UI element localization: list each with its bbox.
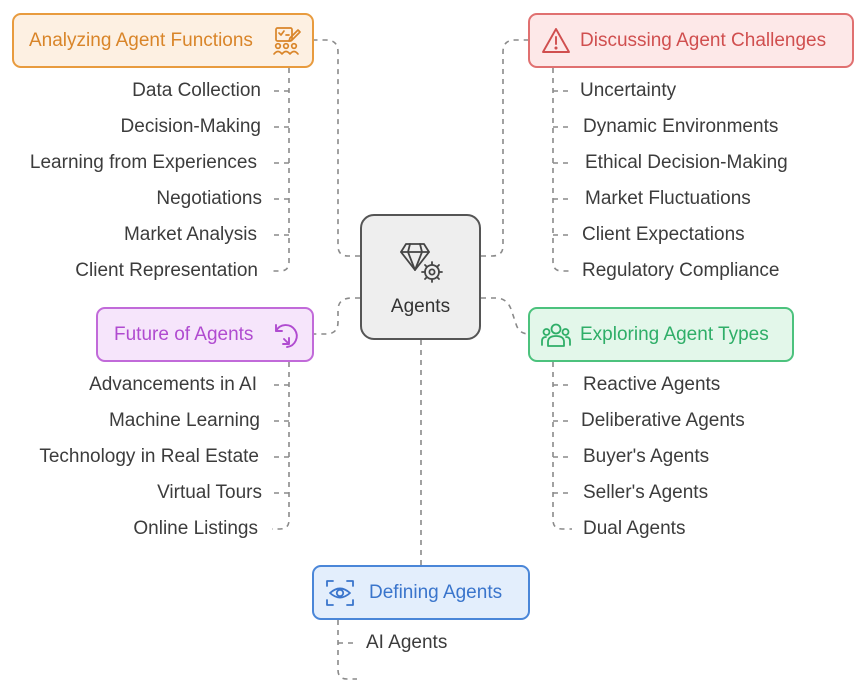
- diamond-gear-icon: [400, 243, 443, 283]
- list-item: Learning from Experiences: [29, 152, 257, 173]
- branch-title: Discussing Agent Challenges: [580, 29, 827, 51]
- branch-title: Defining Agents: [369, 581, 503, 603]
- branch-title: Analyzing Agent Functions: [29, 29, 253, 51]
- group-people-icon: [541, 323, 571, 347]
- branch-title: Future of Agents: [114, 323, 254, 345]
- list-item: Ethical Decision-Making: [585, 152, 788, 173]
- rotate-arrow-icon: [275, 324, 298, 348]
- warning-triangle-icon: [542, 28, 570, 53]
- list-item: Data Collection: [132, 80, 261, 101]
- list-item: AI Agents: [366, 632, 448, 653]
- list-item: Technology in Real Estate: [39, 446, 259, 467]
- list-item: Market Fluctuations: [585, 188, 751, 209]
- center-node-agents[interactable]: Agents: [360, 214, 481, 340]
- list-item: Negotiations: [156, 188, 262, 209]
- branch-exploring-agent-types[interactable]: Exploring Agent Types: [528, 307, 794, 362]
- list-item: Regulatory Compliance: [582, 260, 780, 281]
- list-item: Advancements in AI: [89, 374, 257, 395]
- list-item: Machine Learning: [108, 410, 260, 431]
- list-item: Dual Agents: [583, 518, 686, 539]
- list-item: Virtual Tours: [157, 482, 262, 503]
- list-item: Dynamic Environments: [583, 116, 779, 137]
- list-item: Decision-Making: [120, 116, 261, 137]
- list-item: Client Expectations: [582, 224, 745, 245]
- center-label: Agents: [390, 296, 451, 317]
- list-item: Uncertainty: [580, 80, 677, 101]
- list-item: Deliberative Agents: [581, 410, 745, 431]
- list-item: Online Listings: [133, 518, 258, 539]
- list-item: Client Representation: [75, 260, 258, 281]
- branch-future-of-agents[interactable]: Future of Agents: [96, 307, 314, 362]
- list-item: Reactive Agents: [583, 374, 721, 395]
- branch-analyzing-agent-functions[interactable]: Analyzing Agent Functions: [12, 13, 314, 68]
- list-item: Buyer's Agents: [583, 446, 710, 467]
- checklist-team-icon: [273, 27, 301, 55]
- list-item: Seller's Agents: [583, 482, 709, 503]
- list-item: Market Analysis: [123, 224, 257, 245]
- branch-discussing-agent-challenges[interactable]: Discussing Agent Challenges: [528, 13, 854, 68]
- branch-title: Exploring Agent Types: [580, 323, 769, 345]
- branch-defining-agents[interactable]: Defining Agents: [312, 565, 530, 620]
- eye-scan-icon: [326, 580, 354, 606]
